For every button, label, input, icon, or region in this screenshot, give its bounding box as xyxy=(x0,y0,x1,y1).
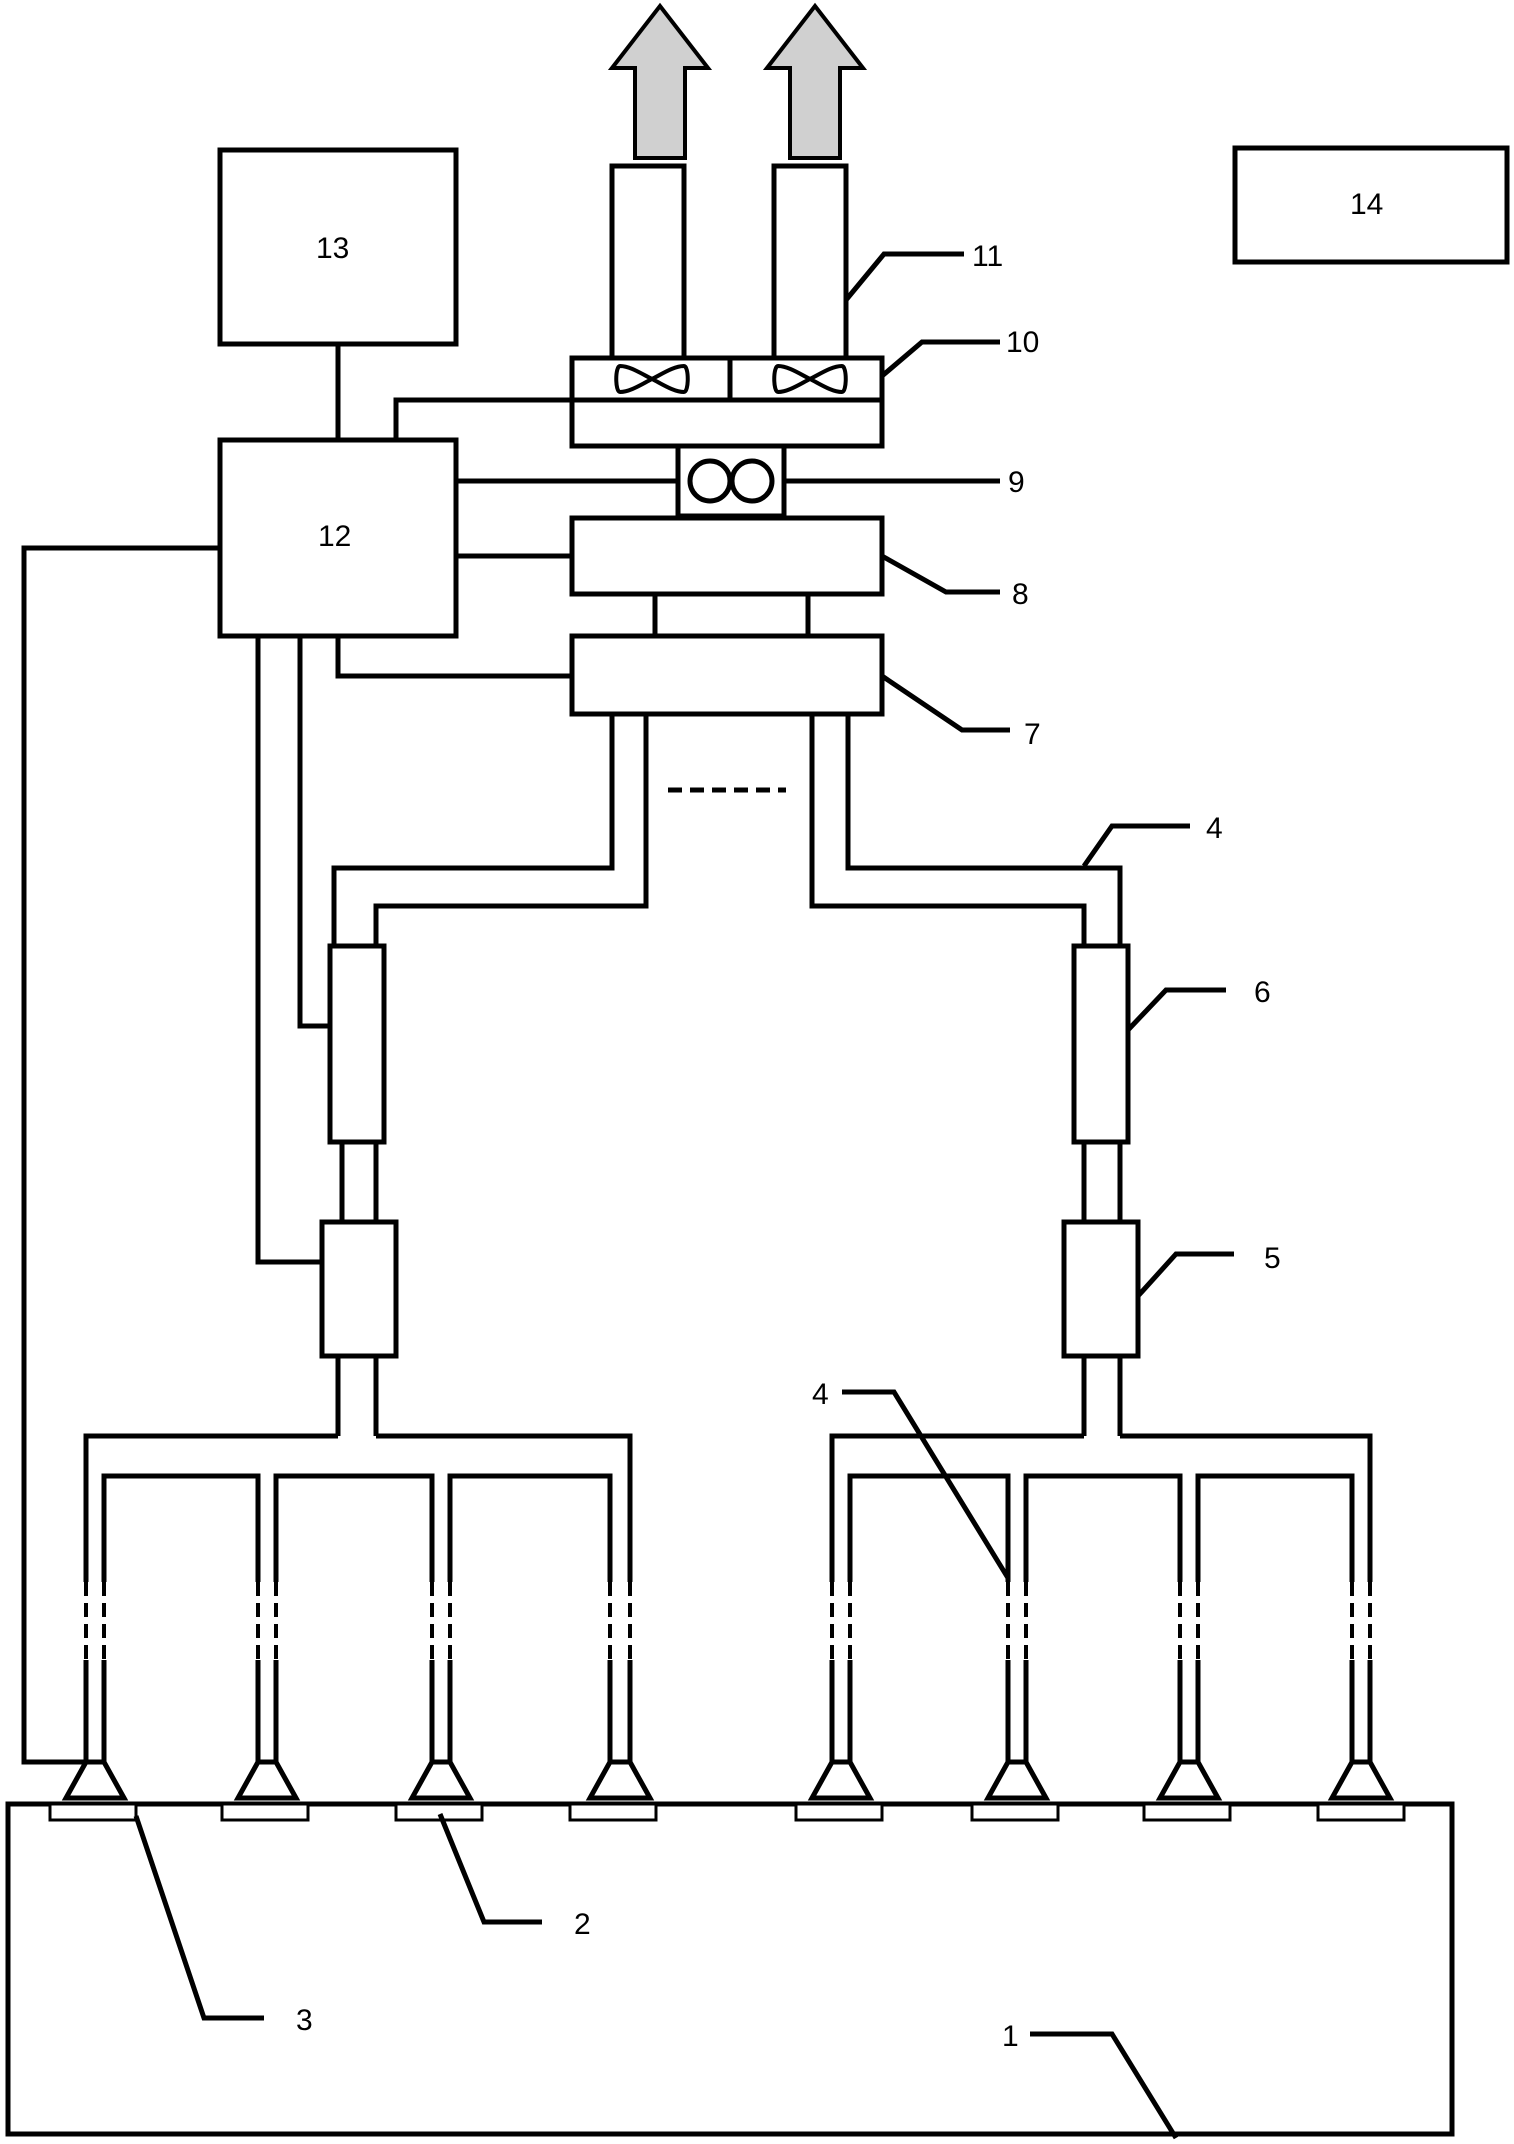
unit-5-left xyxy=(319,1219,399,1359)
unit-7 xyxy=(569,633,885,717)
label-2: 2 xyxy=(574,1908,591,1941)
exhaust-arrow-icon-right xyxy=(762,2,868,160)
chimney-right xyxy=(771,163,849,361)
box-14 xyxy=(1232,145,1510,265)
unit-6-right xyxy=(1071,943,1131,1145)
label-10: 10 xyxy=(1006,326,1039,359)
label-4-upper: 4 xyxy=(1206,812,1223,845)
leader-lines xyxy=(133,251,1234,2140)
label-12: 12 xyxy=(318,520,351,553)
label-3: 3 xyxy=(296,2004,313,2037)
label-8: 8 xyxy=(1012,578,1029,611)
label-11: 11 xyxy=(972,240,1003,273)
box-13 xyxy=(217,147,459,347)
chimney-left xyxy=(609,163,687,361)
pump-icon xyxy=(687,458,775,504)
unit-8 xyxy=(569,515,885,597)
unit-5-right xyxy=(1061,1219,1141,1359)
exhaust-arrow-icon-left xyxy=(607,2,713,160)
label-14: 14 xyxy=(1350,188,1383,221)
label-7: 7 xyxy=(1024,718,1041,751)
base-1 xyxy=(5,1801,1455,2137)
label-1: 1 xyxy=(1002,2020,1019,2053)
suction-hoods xyxy=(61,1759,1395,1801)
unit-6-left xyxy=(327,943,387,1145)
label-13: 13 xyxy=(316,232,349,265)
plates xyxy=(48,1802,1406,1822)
label-4-lower: 4 xyxy=(812,1378,829,1411)
label-9: 9 xyxy=(1008,466,1025,499)
label-5: 5 xyxy=(1264,1242,1281,1275)
label-6: 6 xyxy=(1254,976,1271,1009)
